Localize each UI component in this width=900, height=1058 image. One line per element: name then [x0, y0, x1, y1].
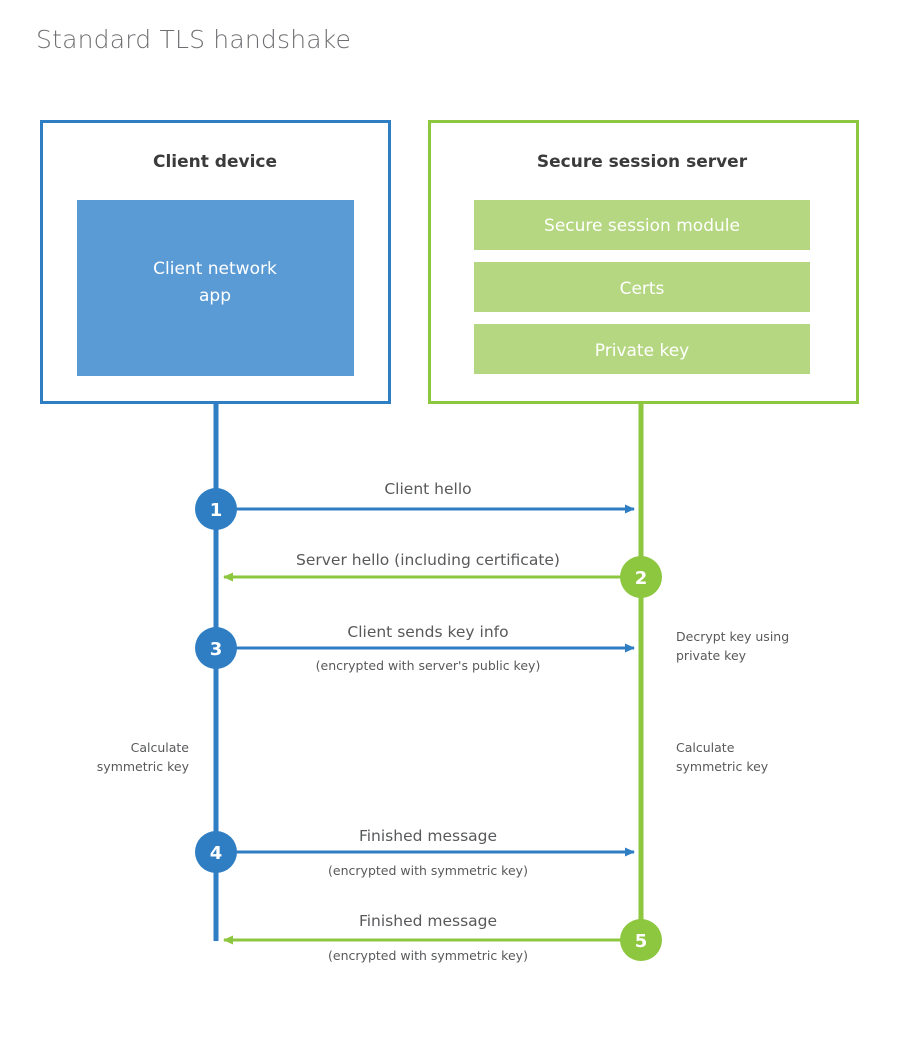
client-network-app-label-line1: Client network — [153, 259, 277, 279]
client-calculate-line2: symmetric key — [97, 759, 190, 774]
step-2-label: Server hello (including certificate) — [296, 551, 560, 569]
step-5-number: 5 — [635, 931, 648, 952]
step-4-number: 4 — [210, 843, 223, 864]
secure-session-server-title: Secure session server — [537, 152, 748, 172]
step-1-group: Client hello 1 — [195, 480, 635, 530]
step-5-group: Finished message (encrypted with symmetr… — [223, 912, 662, 963]
server-item-label-1: Certs — [620, 279, 665, 299]
step-3-label: Client sends key info — [347, 623, 508, 641]
client-calculate-annotation: Calculate symmetric key — [97, 740, 190, 774]
step-4-sublabel: (encrypted with symmetric key) — [328, 863, 528, 878]
server-calculate-annotation: Calculate symmetric key — [676, 740, 769, 774]
step-5-marker — [620, 919, 662, 961]
server-decrypt-line2: private key — [676, 648, 747, 663]
client-device-node: Client device Client network app — [40, 120, 391, 404]
step-4-group: Finished message (encrypted with symmetr… — [195, 827, 635, 878]
page-title: Standard TLS handshake — [36, 25, 352, 54]
step-2-number: 2 — [635, 568, 648, 589]
client-network-app-label-line2: app — [199, 286, 231, 306]
client-device-title: Client device — [153, 152, 277, 172]
step-5-label: Finished message — [359, 912, 497, 930]
step-3-group: Client sends key info (encrypted with se… — [195, 623, 635, 673]
step-2-group: Server hello (including certificate) 2 — [223, 551, 662, 598]
server-calculate-line1: Calculate — [676, 740, 735, 755]
server-item-block-0 — [474, 200, 810, 250]
step-1-marker — [195, 488, 237, 530]
step-3-number: 3 — [210, 639, 223, 660]
server-decrypt-annotation: Decrypt key using private key — [676, 629, 789, 663]
client-network-app-block — [77, 200, 354, 376]
server-item-label-0: Secure session module — [544, 216, 740, 236]
server-item-label-2: Private key — [595, 341, 689, 361]
server-calculate-line2: symmetric key — [676, 759, 769, 774]
server-item-block-1 — [474, 262, 810, 312]
server-item-block-2 — [474, 324, 810, 374]
step-4-marker — [195, 831, 237, 873]
step-1-number: 1 — [210, 500, 223, 521]
step-3-sublabel: (encrypted with server's public key) — [316, 658, 541, 673]
step-1-label: Client hello — [384, 480, 471, 498]
server-decrypt-line1: Decrypt key using — [676, 629, 789, 644]
step-5-sublabel: (encrypted with symmetric key) — [328, 948, 528, 963]
step-2-marker — [620, 556, 662, 598]
secure-session-server-node: Secure session server Secure session mod… — [428, 120, 859, 404]
step-3-marker — [195, 627, 237, 669]
client-calculate-line1: Calculate — [131, 740, 190, 755]
step-4-label: Finished message — [359, 827, 497, 845]
